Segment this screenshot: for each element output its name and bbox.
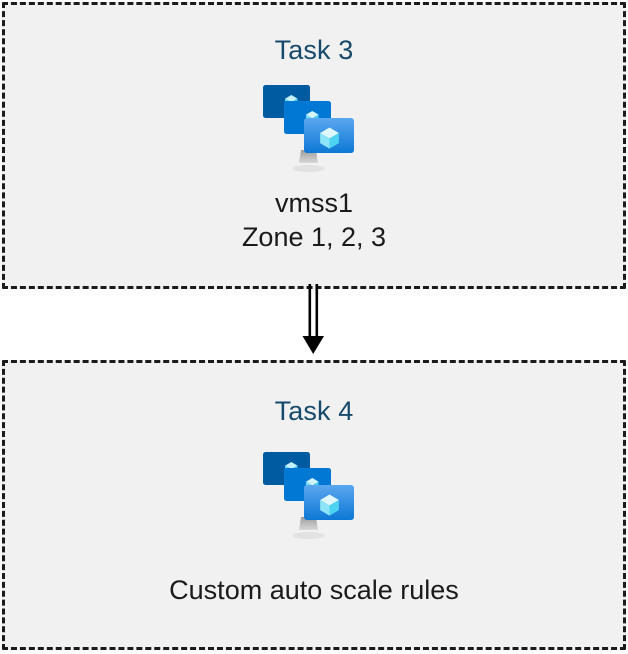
task-caption: vmss1 Zone 1, 2, 3 bbox=[242, 186, 386, 254]
caption-line-secondary: Zone 1, 2, 3 bbox=[241, 222, 387, 252]
azure-vm-scale-set-icon bbox=[262, 82, 366, 174]
task-box-content: Task 4 bbox=[5, 363, 623, 647]
caption-line-primary: Custom auto scale rules bbox=[169, 575, 459, 605]
task-title: Task 4 bbox=[274, 396, 354, 426]
caption-line-primary: vmss1 bbox=[274, 188, 353, 218]
task-title: Task 3 bbox=[274, 35, 354, 65]
task-box-content: Task 3 bbox=[5, 5, 623, 286]
arrow-down-connector bbox=[296, 284, 336, 362]
azure-vm-scale-set-icon bbox=[262, 449, 366, 541]
task-box-task-4: Task 4 bbox=[2, 360, 626, 650]
task-box-task-3: Task 3 bbox=[2, 2, 626, 289]
task-caption: Custom auto scale rules bbox=[169, 573, 459, 607]
